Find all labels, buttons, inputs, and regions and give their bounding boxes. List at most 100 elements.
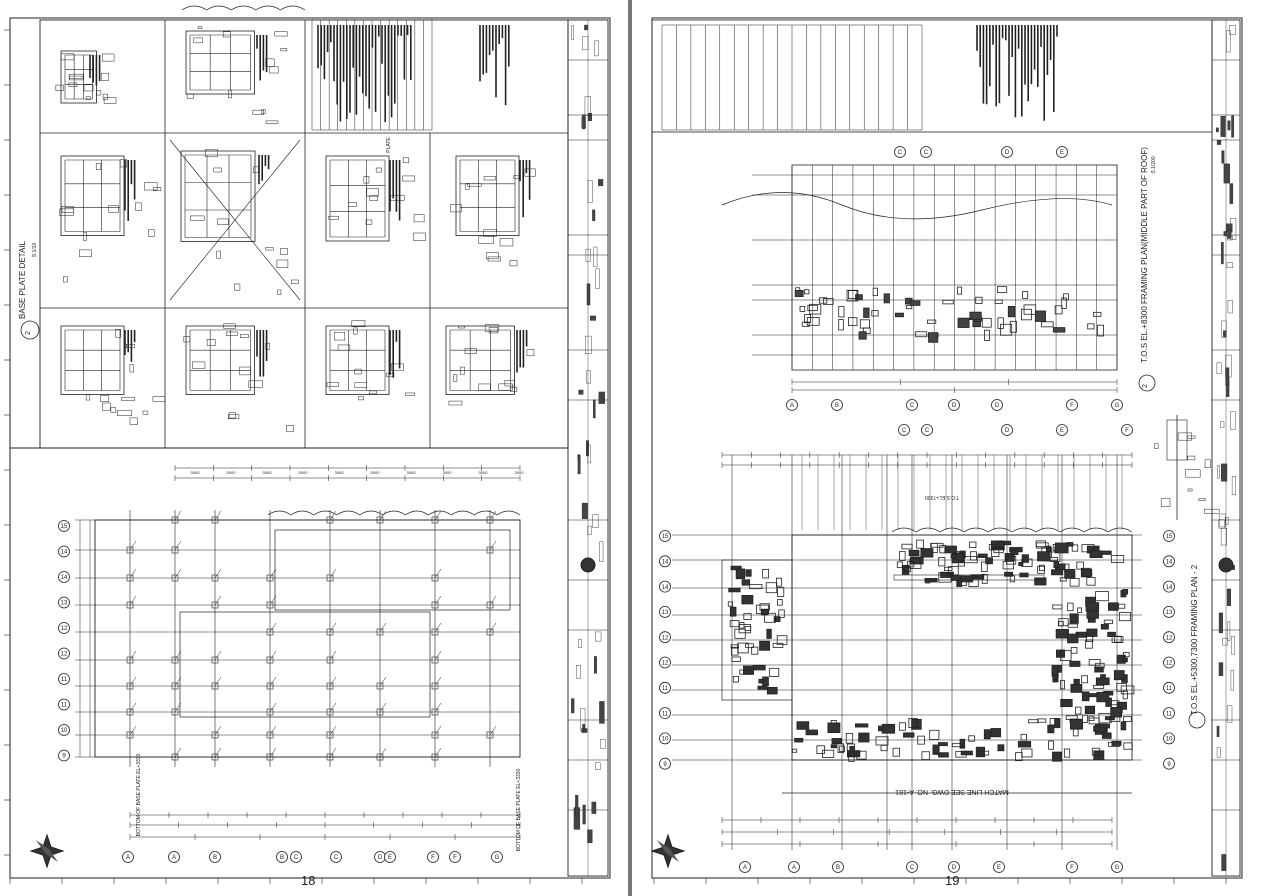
detail-mark: [413, 214, 425, 223]
grid-bubble-bottom: [1066, 399, 1078, 411]
row-grid-bubble-right: [1163, 606, 1175, 618]
title-block-text: [575, 794, 579, 817]
dimension-value: 3000: [263, 470, 273, 475]
revision-cloud: [267, 510, 521, 516]
detail-mark: [121, 396, 135, 401]
framing-member-mark: [1051, 667, 1059, 676]
grid-bubble-label: C: [334, 855, 339, 861]
framing-member-mark: [991, 547, 1000, 557]
roof-member-mark: [807, 304, 818, 312]
grid-bubble-label: G: [1115, 865, 1120, 871]
detail-mark: [108, 205, 120, 213]
title-block-text: [1231, 636, 1236, 655]
framing-member-mark: [729, 606, 737, 617]
title-block-text: [1227, 705, 1233, 723]
page-number-left: 18: [301, 873, 316, 888]
roof-member-mark: [1000, 323, 1013, 336]
title-block-text: [599, 541, 604, 562]
title-block-text: [586, 370, 591, 384]
grid-bubble-label: F: [453, 855, 457, 861]
framing-member-mark: [1120, 721, 1127, 731]
column-mark: [326, 731, 334, 739]
detail-mark: [217, 218, 229, 225]
detail-mark: [358, 396, 364, 401]
title-block-text: [593, 246, 598, 267]
detail-mark: [1154, 443, 1159, 449]
framing-member-mark: [764, 612, 776, 623]
title-block-text: [598, 179, 604, 187]
detail-mark: [61, 205, 74, 213]
title-block-text: [585, 335, 592, 354]
framing-member-mark: [1049, 718, 1060, 726]
plate-note: PLATE: [386, 137, 392, 153]
detail-mark: [192, 361, 206, 369]
row-grid-bubble-right: [1163, 580, 1175, 593]
beam-line: [893, 574, 1045, 581]
detail-mark: [509, 260, 518, 267]
column-mark: [326, 628, 334, 636]
title-block-text: [1221, 463, 1228, 482]
row-grid-bubble-left: [659, 707, 671, 719]
detail-mark: [102, 93, 108, 100]
member-tag-leader: [129, 702, 137, 713]
framing-member-mark: [1111, 740, 1122, 746]
grid-bubble-label: 12: [1166, 635, 1173, 641]
framing-member-mark: [1096, 691, 1110, 703]
roof-member-mark: [1061, 297, 1067, 309]
member-tag-leader: [379, 747, 387, 758]
title-block-text: [582, 114, 586, 130]
roof-member-mark: [926, 319, 937, 324]
column-grid-bubble: [290, 851, 302, 863]
roof-member-mark: [804, 289, 810, 295]
column-mark: [171, 546, 179, 554]
member-tag-leader: [329, 747, 337, 758]
row-grid-bubble-right: [1163, 631, 1175, 644]
grid-bubble-label: 12: [1166, 661, 1173, 667]
plan-number: 2: [1142, 384, 1149, 388]
framing-member-mark: [1074, 706, 1082, 715]
framing-member-mark: [776, 635, 788, 645]
detail-mark: [96, 90, 102, 96]
column-mark: [486, 516, 494, 524]
member-tag-leader: [329, 568, 337, 579]
revision-cloud: [181, 5, 306, 11]
detail-mark: [353, 327, 358, 335]
roof-member-mark: [915, 331, 928, 338]
row-grid-bubble-right: [1163, 732, 1175, 745]
roof-member-mark: [994, 299, 1003, 304]
title-block-text: [586, 440, 589, 457]
member-tag-leader: [174, 540, 182, 551]
title-block-text: [1218, 662, 1224, 676]
column-mark: [266, 753, 274, 761]
title-block-text: [1225, 367, 1230, 386]
member-tag-leader: [214, 595, 222, 606]
column-mark: [171, 753, 179, 761]
framing-member-mark: [1085, 639, 1093, 649]
member-tag-leader: [269, 725, 277, 736]
roof-member-mark: [804, 314, 812, 324]
member-tag-leader: [214, 568, 222, 579]
grid-bubble-label: F: [1070, 403, 1074, 409]
base-plate-outline: [185, 30, 255, 95]
framing-member-mark: [1085, 602, 1100, 612]
framing-member-mark: [908, 718, 918, 729]
title-block-text: [1222, 637, 1228, 646]
grid-bubble-label: A: [172, 855, 176, 861]
title-block-text: [571, 25, 574, 40]
column-mark: [486, 546, 494, 554]
detail-mark: [513, 175, 520, 179]
framing-member-mark: [1101, 732, 1112, 739]
framing-member-mark: [1114, 635, 1122, 643]
roof-member-mark: [1034, 310, 1046, 322]
member-tag-leader: [489, 725, 497, 736]
base-plate-outline: [60, 50, 97, 104]
column-mark: [326, 682, 334, 690]
roof-member-mark: [981, 317, 992, 328]
title-block-text: [584, 96, 591, 116]
grid-bubble-label: 11: [61, 677, 68, 683]
base-plate-outline: [60, 325, 125, 395]
sheet-border: [651, 17, 1243, 879]
roof-member-mark: [894, 312, 904, 318]
framing-member-mark: [1067, 623, 1079, 628]
detail-mark: [1185, 469, 1201, 478]
